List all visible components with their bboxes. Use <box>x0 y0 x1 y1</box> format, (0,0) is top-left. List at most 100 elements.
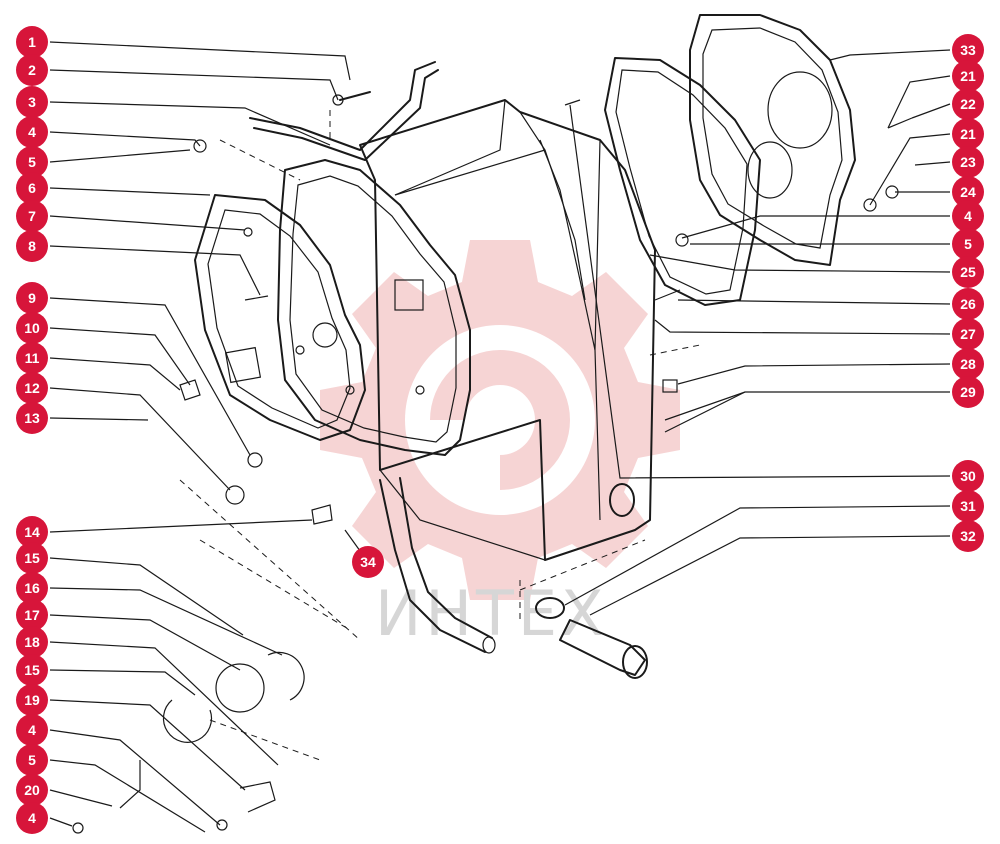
callout-number: 4 <box>964 208 972 224</box>
callout-number: 34 <box>360 554 376 570</box>
output-shaft <box>535 483 648 679</box>
callout-number: 19 <box>24 692 40 708</box>
callout-c6: 6 <box>16 172 48 204</box>
callout-number: 9 <box>28 290 36 306</box>
callout-number: 15 <box>24 550 40 566</box>
callout-c17: 17 <box>16 599 48 631</box>
callout-circle <box>16 654 48 686</box>
front-gasket <box>194 194 366 441</box>
callout-circle <box>352 546 384 578</box>
callout-c31: 31 <box>952 490 984 522</box>
callout-c27: 27 <box>952 318 984 350</box>
callout-circle <box>16 599 48 631</box>
callout-circle <box>16 774 48 806</box>
callout-number: 10 <box>24 320 40 336</box>
callout-c10: 10 <box>16 312 48 344</box>
callout-number: 5 <box>28 154 36 170</box>
callout-c7: 7 <box>16 200 48 232</box>
watermark-text: ИНТЕХ <box>375 577 608 650</box>
callout-c14: 14 <box>16 516 48 548</box>
callout-number: 33 <box>960 42 976 58</box>
callout-c34: 34 <box>352 546 384 578</box>
callout-c8: 8 <box>16 230 48 262</box>
callout-circle <box>952 460 984 492</box>
callout-c4a: 4 <box>16 116 48 148</box>
callout-number: 23 <box>960 154 976 170</box>
callout-number: 26 <box>960 296 976 312</box>
callout-number: 20 <box>24 782 40 798</box>
callout-circle <box>16 516 48 548</box>
callout-c32: 32 <box>952 520 984 552</box>
callout-number: 27 <box>960 326 976 342</box>
callout-circle <box>952 34 984 66</box>
callout-circle <box>16 172 48 204</box>
callout-c12: 12 <box>16 372 48 404</box>
callout-circle <box>16 572 48 604</box>
rear-cover <box>689 14 856 266</box>
callout-circle <box>16 342 48 374</box>
callout-number: 4 <box>28 124 36 140</box>
callout-badges: 1234567891011121314151617181519452043433… <box>16 26 984 834</box>
callout-circle <box>952 288 984 320</box>
callout-circle <box>16 744 48 776</box>
callout-number: 15 <box>24 662 40 678</box>
callout-circle <box>16 714 48 746</box>
callout-number: 6 <box>28 180 36 196</box>
callout-c4c: 4 <box>16 802 48 834</box>
watermark-gear-icon <box>320 240 680 600</box>
callout-number: 31 <box>960 498 976 514</box>
callout-c15b: 15 <box>16 654 48 686</box>
callout-number: 30 <box>960 468 976 484</box>
callout-c5c: 5 <box>952 228 984 260</box>
rear-gasket <box>604 57 761 306</box>
small-parts <box>72 91 913 834</box>
callout-number: 7 <box>28 208 36 224</box>
oil-tube <box>379 477 496 654</box>
callout-number: 3 <box>28 94 36 110</box>
callout-circle <box>16 802 48 834</box>
callout-number: 21 <box>960 126 976 142</box>
leader-lines <box>49 41 951 833</box>
callout-c33: 33 <box>952 34 984 66</box>
callout-c21a: 21 <box>952 60 984 92</box>
callout-number: 4 <box>28 810 36 826</box>
callout-c15a: 15 <box>16 542 48 574</box>
callout-circle <box>952 176 984 208</box>
callout-circle <box>952 376 984 408</box>
callout-c5b: 5 <box>16 744 48 776</box>
callout-circle <box>16 684 48 716</box>
callout-circle <box>16 146 48 178</box>
callout-number: 14 <box>24 524 40 540</box>
callout-number: 28 <box>960 356 976 372</box>
callout-circle <box>16 116 48 148</box>
front-cover <box>277 159 471 456</box>
callout-number: 16 <box>24 580 40 596</box>
callout-c4b: 4 <box>16 714 48 746</box>
callout-circle <box>16 230 48 262</box>
callout-c13: 13 <box>16 402 48 434</box>
callout-number: 13 <box>24 410 40 426</box>
callout-c25: 25 <box>952 256 984 288</box>
callout-circle <box>952 60 984 92</box>
gearbox-housing <box>359 99 656 561</box>
callout-circle <box>16 402 48 434</box>
callout-c23: 23 <box>952 146 984 178</box>
callout-number: 12 <box>24 380 40 396</box>
callout-circle <box>952 348 984 380</box>
breather-pipe <box>249 61 439 161</box>
callout-c22: 22 <box>952 88 984 120</box>
callout-circle <box>952 520 984 552</box>
callout-c19: 19 <box>16 684 48 716</box>
callout-c16: 16 <box>16 572 48 604</box>
callout-circle <box>952 88 984 120</box>
callout-c30: 30 <box>952 460 984 492</box>
callout-number: 21 <box>960 68 976 84</box>
callout-circle <box>952 318 984 350</box>
callout-c26: 26 <box>952 288 984 320</box>
callout-circle <box>16 626 48 658</box>
callout-c5a: 5 <box>16 146 48 178</box>
callout-c21b: 21 <box>952 118 984 150</box>
callout-circle <box>952 146 984 178</box>
callout-c1: 1 <box>16 26 48 58</box>
